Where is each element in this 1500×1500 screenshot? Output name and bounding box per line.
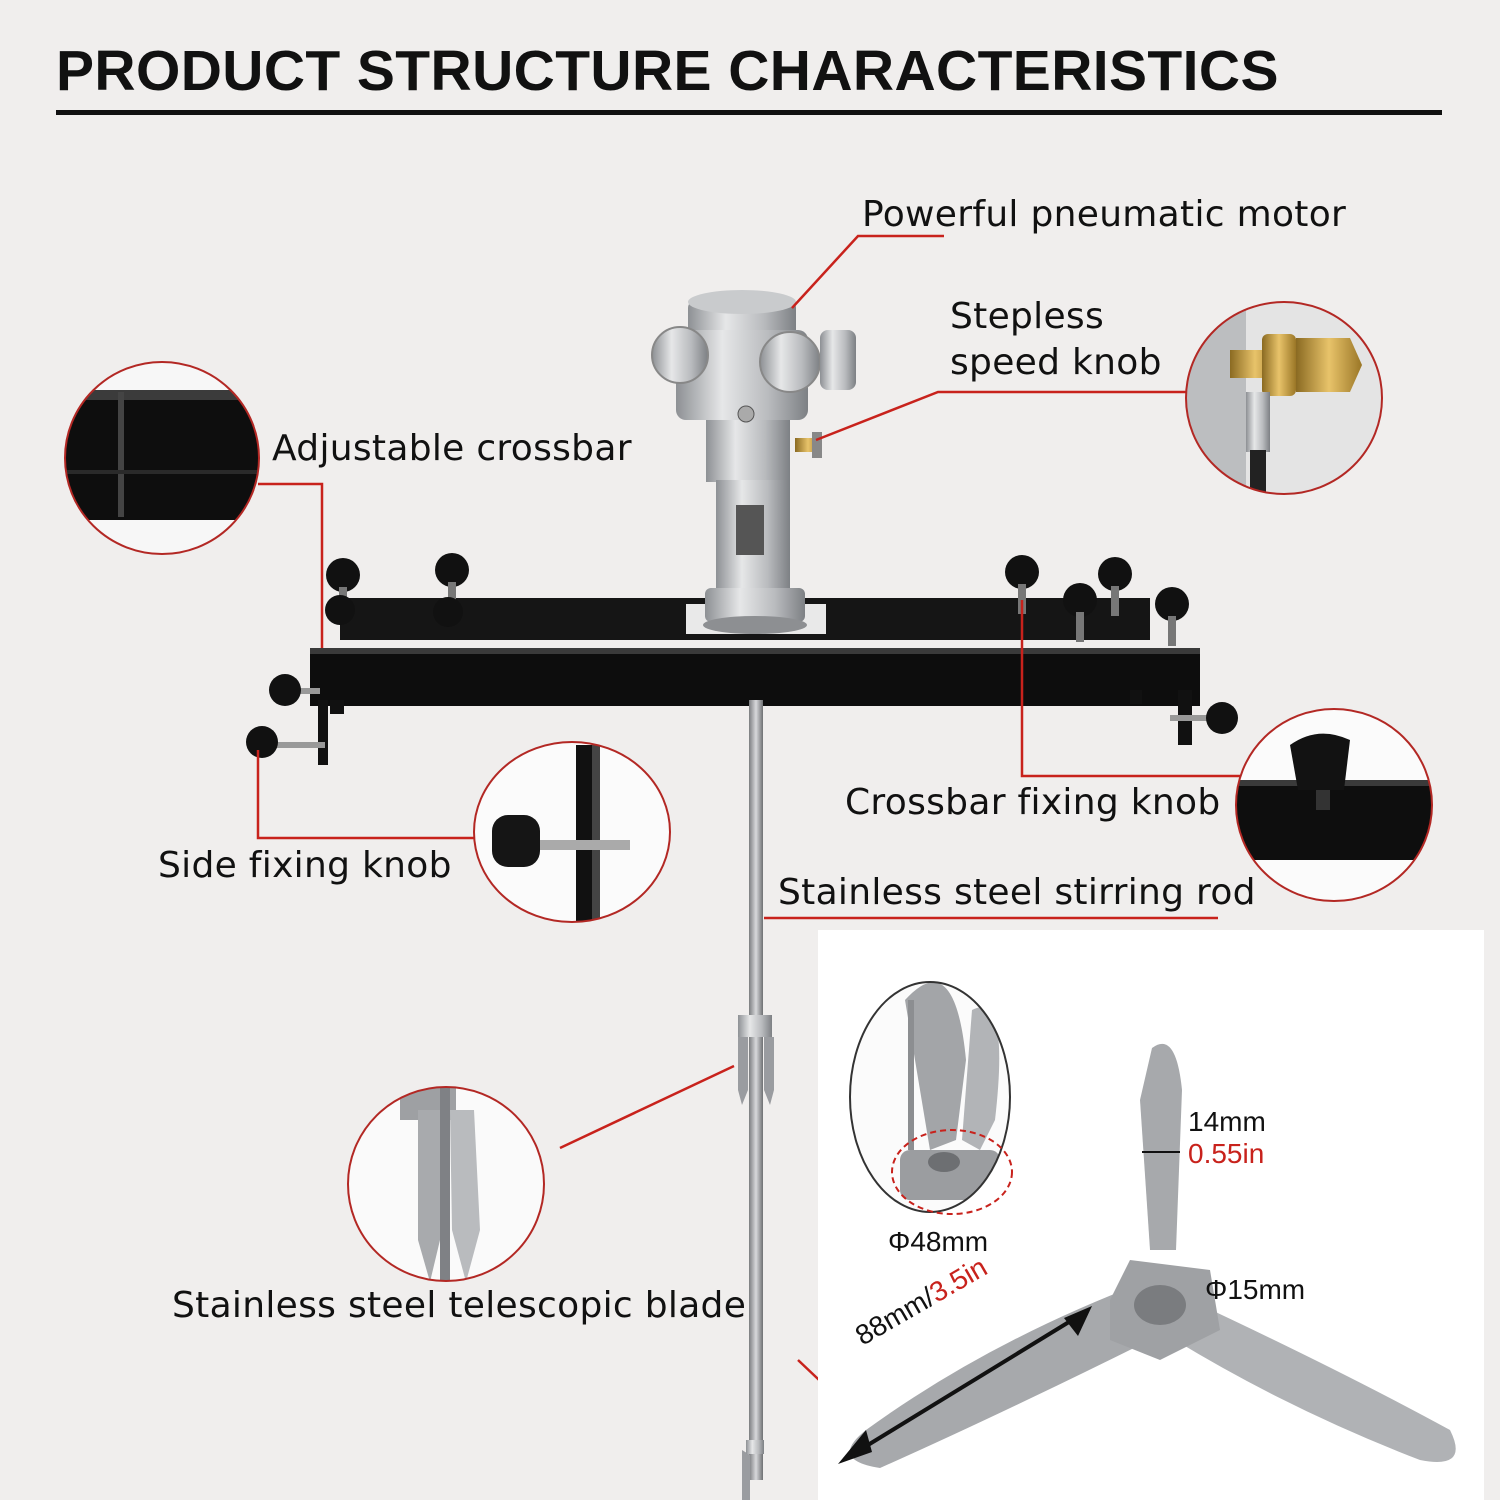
zoom-circle-side-knob xyxy=(473,741,671,923)
label-speed-knob-line1: Stepless xyxy=(950,296,1105,337)
zoom-circle-speed-knob xyxy=(1185,301,1383,495)
zoom-circle-telescopic-blade xyxy=(347,1086,545,1282)
label-telescopic-blade: Stainless steel telescopic blade xyxy=(172,1285,747,1326)
label-side-fixing-knob: Side fixing knob xyxy=(158,845,452,886)
crossbar-knobs xyxy=(325,553,1189,646)
label-adjustable-crossbar: Adjustable crossbar xyxy=(272,428,632,469)
label-speed-knob-line2: speed knob xyxy=(950,342,1162,383)
zoom-circle-crossbar-knob xyxy=(1235,708,1433,902)
pneumatic-motor xyxy=(651,290,856,634)
side-knobs xyxy=(246,674,1238,758)
label-stirring-rod: Stainless steel stirring rod xyxy=(778,872,1256,913)
stirring-rod xyxy=(738,700,774,1500)
dim-blade-width-mm: 14mm xyxy=(1188,1106,1266,1137)
label-pneumatic-motor: Powerful pneumatic motor xyxy=(862,194,1347,235)
blade-detail-panel xyxy=(818,930,1484,1500)
dim-blade-width-in: 0.55in xyxy=(1188,1138,1265,1169)
label-crossbar-fixing-knob: Crossbar fixing knob xyxy=(845,782,1221,823)
zoom-circle-crossbar xyxy=(64,361,260,555)
title-underline xyxy=(56,110,1442,115)
dim-hub-diameter: Φ48mm xyxy=(888,1226,989,1257)
callout-lines xyxy=(256,234,1240,1397)
page-title: PRODUCT STRUCTURE CHARACTERISTICS xyxy=(56,39,1279,103)
dim-shaft-hole: Φ15mm xyxy=(1205,1274,1306,1305)
